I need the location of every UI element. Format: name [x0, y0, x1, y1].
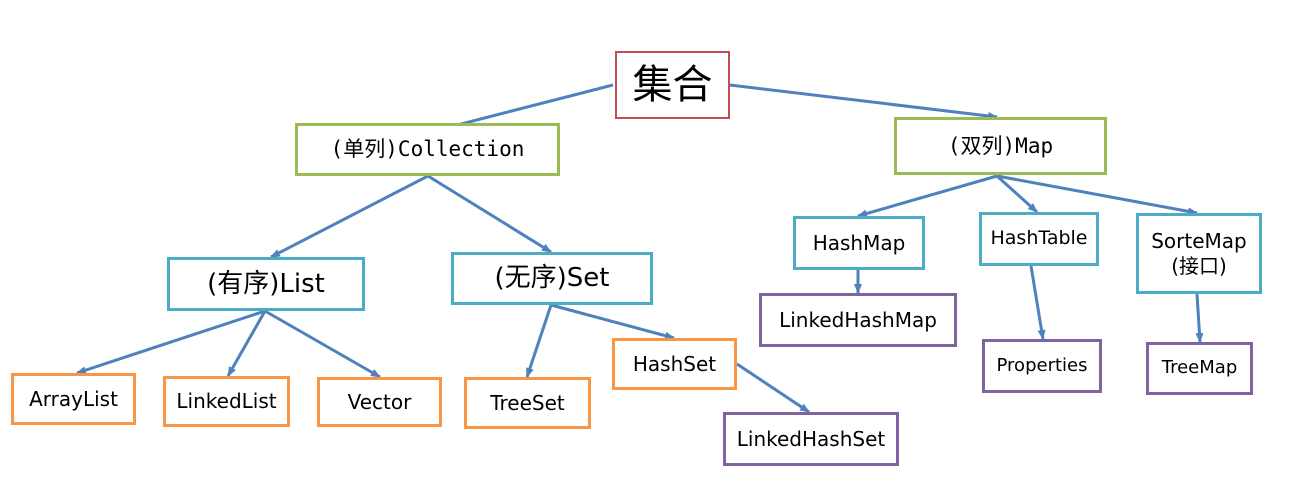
- edge-map-to-sortemap: [996, 174, 1198, 216]
- node-list: (有序)List: [167, 257, 365, 311]
- edge-sortemap-to-treemap: [1195, 293, 1204, 343]
- node-linkedhashset: LinkedHashSet: [723, 412, 899, 466]
- edge-list-to-arraylist: [76, 309, 266, 375]
- node-hashtable: HashTable: [979, 212, 1099, 266]
- edge-root-to-map: [729, 83, 998, 120]
- edge-list-to-linkedlist: [226, 310, 267, 377]
- node-hashset: HashSet: [612, 338, 737, 390]
- edge-map-to-hashmap: [857, 174, 998, 218]
- edge-list-to-vector: [264, 309, 381, 379]
- edge-map-to-hashtable: [995, 174, 1039, 214]
- edge-collection-to-list: [270, 174, 429, 259]
- node-collection: (单列)Collection: [295, 123, 560, 176]
- node-root: 集合: [615, 51, 730, 119]
- node-map: (双列)Map: [894, 117, 1107, 175]
- node-treemap: TreeMap: [1146, 342, 1253, 395]
- edge-hashtable-to-properties: [1029, 265, 1046, 340]
- node-properties: Properties: [982, 339, 1102, 393]
- node-linkedhashmap: LinkedHashMap: [759, 293, 957, 347]
- edge-collection-to-set: [427, 174, 552, 254]
- node-arraylist: ArrayList: [11, 373, 136, 425]
- edge-set-to-treeset: [525, 304, 553, 378]
- node-hashmap: HashMap: [793, 216, 925, 270]
- node-vector: Vector: [317, 377, 442, 427]
- node-set: (无序)Set: [451, 252, 653, 305]
- node-sortemap: SorteMap (接口): [1136, 213, 1262, 294]
- edge-set-to-hashset: [550, 303, 675, 340]
- edge-hashset-to-linkedhashset: [736, 362, 810, 414]
- node-linkedlist: LinkedList: [163, 376, 290, 427]
- node-treeset: TreeSet: [464, 377, 591, 429]
